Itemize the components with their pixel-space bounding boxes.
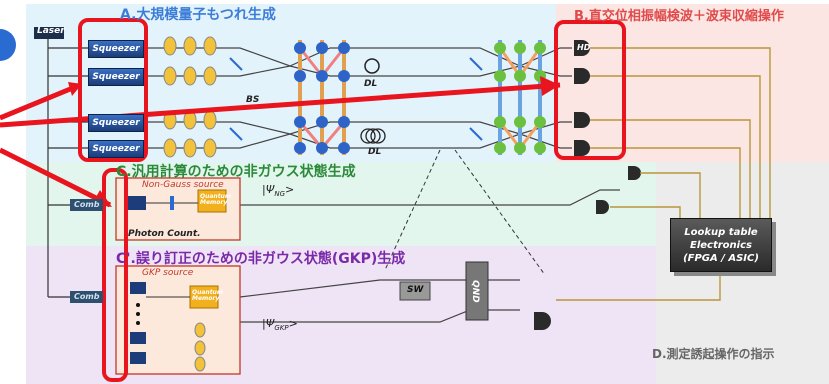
photon-count-label: Photon Count. (128, 230, 201, 239)
section-d-title: D.測定誘起操作の指示 (652, 348, 775, 360)
section-b-title: B.直交位相振幅検波＋波束収縮操作 (574, 10, 784, 23)
laser-label: Laser (34, 27, 64, 39)
gkp-quantum-memory-label: Quantum Memory (192, 290, 218, 302)
section-c2-title: C'.誤り訂正のための非ガウス状態(GKP)生成 (116, 252, 405, 266)
lut-line-3: (FPGA / ASIC) (671, 252, 771, 265)
blue-bullet (0, 29, 16, 61)
ng-quantum-memory-label: Quantum Memory (200, 194, 226, 206)
cluster-state-b (494, 40, 546, 155)
lookup-table-box: Lookup table Electronics (FPGA / ASIC) (670, 218, 772, 272)
delay-line-1-label: DL (364, 80, 377, 89)
squeezer-3: Squeezer (88, 114, 144, 132)
lut-line-1: Lookup table (671, 226, 771, 239)
gkp-source-box (116, 266, 240, 374)
hd-label: HD (577, 44, 590, 52)
sw-label: SW (407, 286, 423, 295)
psi-ng-ket: |ΨNG> (262, 184, 294, 198)
psi-gkp-ket: |ΨGKP> (262, 318, 298, 332)
comb-label-2: Comb (70, 291, 103, 303)
squeezer-2: Squeezer (88, 68, 144, 86)
section-c-title: C.汎用計算のための非ガウス状態生成 (116, 165, 356, 179)
zone-b (556, 4, 829, 162)
gkp-source-label: GKP source (142, 269, 193, 278)
delay-line-2-label: DL (368, 148, 381, 157)
bs-label: BS (246, 96, 259, 105)
squeezer-1: Squeezer (88, 40, 144, 58)
squeezer-4: Squeezer (88, 140, 144, 158)
comb-label-1: Comb (70, 199, 103, 211)
lut-line-2: Electronics (671, 239, 771, 252)
qnd-label: QND (470, 280, 479, 303)
ng-source-label: Non-Gauss source (142, 181, 224, 190)
section-a-title: A.大規模量子もつれ生成 (120, 8, 276, 22)
